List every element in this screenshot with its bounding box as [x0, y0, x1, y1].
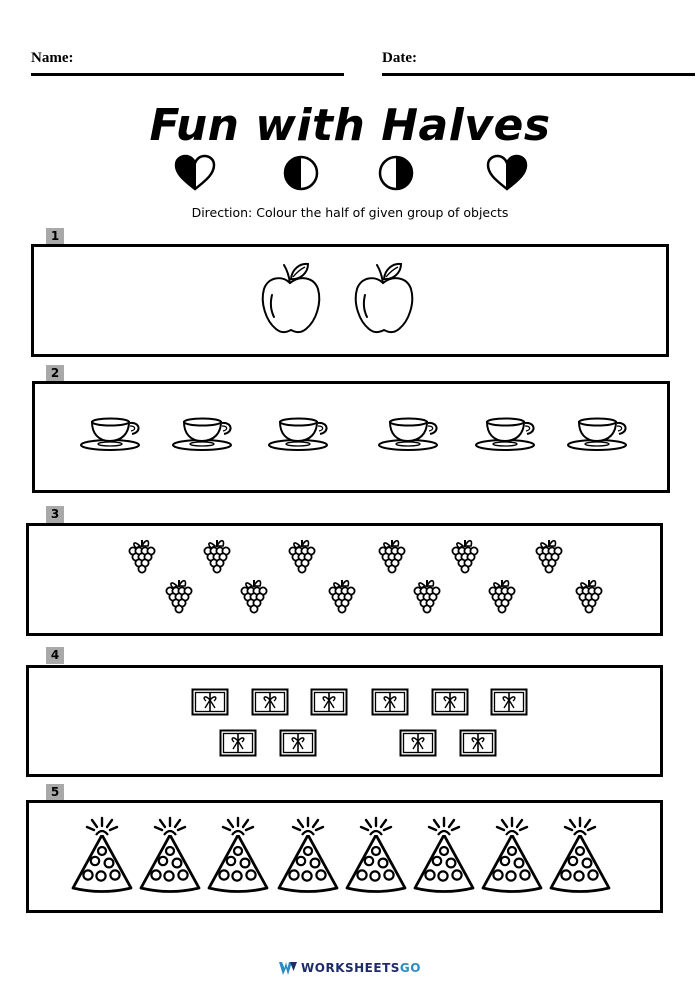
- gift-box-icon[interactable]: [431, 688, 469, 716]
- question-box-apples[interactable]: [31, 244, 669, 357]
- party-hat-icon[interactable]: [276, 809, 340, 897]
- footer-brand-main: WORKSHEETS: [301, 961, 400, 975]
- grapes-icon[interactable]: [374, 536, 410, 576]
- grapes-icon[interactable]: [571, 576, 607, 616]
- question-box-grapes[interactable]: [26, 523, 663, 636]
- teacup-icon[interactable]: [475, 413, 538, 453]
- grapes-icon[interactable]: [409, 576, 445, 616]
- party-hat-icon[interactable]: [138, 809, 202, 897]
- name-label: Name:: [31, 50, 74, 66]
- grapes-icon[interactable]: [531, 536, 567, 576]
- party-hat-icon[interactable]: [206, 809, 270, 897]
- grapes-icon[interactable]: [484, 576, 520, 616]
- question-box-gifts[interactable]: [26, 665, 663, 777]
- w-logo-icon: [279, 962, 298, 975]
- gift-box-icon[interactable]: [490, 688, 528, 716]
- grapes-icon[interactable]: [124, 536, 160, 576]
- apple-icon[interactable]: [353, 259, 415, 337]
- page-title: Fun with Halves: [149, 100, 551, 151]
- question-number: 5: [46, 784, 64, 801]
- grapes-icon[interactable]: [324, 576, 360, 616]
- teacup-icon[interactable]: [567, 413, 630, 453]
- footer-brand-accent: GO: [399, 961, 421, 975]
- direction-text: Direction: Colour the half of given grou…: [191, 205, 509, 220]
- date-line[interactable]: [382, 73, 695, 76]
- question-box-teacups[interactable]: [32, 381, 670, 493]
- party-hat-icon[interactable]: [412, 809, 476, 897]
- gift-box-icon[interactable]: [459, 729, 497, 757]
- half-heart-icon: [486, 154, 528, 191]
- teacup-icon[interactable]: [80, 413, 143, 453]
- gift-box-icon[interactable]: [219, 729, 257, 757]
- name-line[interactable]: [31, 73, 344, 76]
- question-number: 3: [46, 506, 64, 523]
- party-hat-icon[interactable]: [480, 809, 544, 897]
- question-number: 2: [46, 365, 64, 382]
- footer-brand[interactable]: WORKSHEETSGO: [0, 961, 700, 975]
- gift-box-icon[interactable]: [310, 688, 348, 716]
- apple-icon[interactable]: [260, 259, 322, 337]
- date-label: Date:: [382, 50, 417, 66]
- grapes-icon[interactable]: [284, 536, 320, 576]
- party-hat-icon[interactable]: [548, 809, 612, 897]
- grapes-icon[interactable]: [236, 576, 272, 616]
- question-number: 1: [46, 228, 64, 245]
- gift-box-icon[interactable]: [191, 688, 229, 716]
- grapes-icon[interactable]: [447, 536, 483, 576]
- question-number: 4: [46, 647, 64, 664]
- half-circle-icon: [378, 155, 414, 191]
- gift-box-icon[interactable]: [279, 729, 317, 757]
- half-circle-icon: [283, 155, 319, 191]
- teacup-icon[interactable]: [378, 413, 441, 453]
- gift-box-icon[interactable]: [371, 688, 409, 716]
- half-heart-icon: [174, 154, 216, 191]
- gift-box-icon[interactable]: [251, 688, 289, 716]
- question-box-party-hats[interactable]: [26, 800, 663, 913]
- grapes-icon[interactable]: [161, 576, 197, 616]
- party-hat-icon[interactable]: [344, 809, 408, 897]
- gift-box-icon[interactable]: [399, 729, 437, 757]
- grapes-icon[interactable]: [199, 536, 235, 576]
- teacup-icon[interactable]: [268, 413, 331, 453]
- party-hat-icon[interactable]: [70, 809, 134, 897]
- teacup-icon[interactable]: [172, 413, 235, 453]
